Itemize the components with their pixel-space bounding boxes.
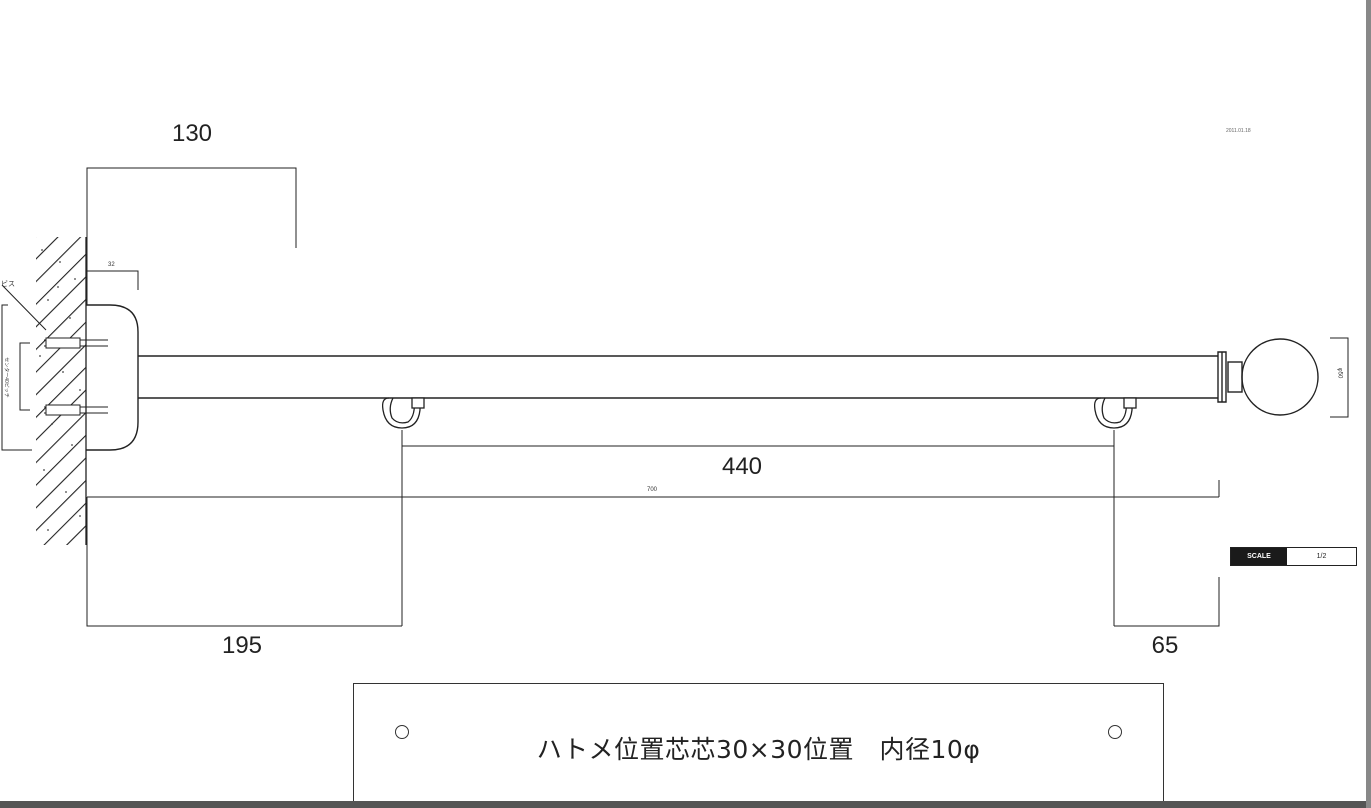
plate-offset-label: 32 [108, 262, 115, 268]
dimension-lines [86, 167, 1349, 627]
window-bottom-edge [0, 801, 1371, 808]
drawing-date: 2011.01.18 [1226, 128, 1251, 134]
wall-section [36, 237, 87, 545]
bracket-spacing-label: 440 [721, 453, 763, 480]
scale-value: 1/2 [1316, 553, 1327, 560]
overall-length-label: 700 [647, 487, 658, 493]
curtain-rod [138, 338, 1319, 416]
finial-diameter-label: φ50 [1336, 367, 1343, 379]
grommet-left-icon [395, 725, 409, 739]
wall-to-bracket-label: 195 [221, 632, 263, 659]
rod-hooks [381, 397, 1137, 429]
pitch-label: センター40ピッチ [2, 357, 9, 398]
screw-label: ビス [1, 281, 15, 288]
window-scrollbar[interactable] [1366, 0, 1371, 808]
bracket-to-end-label: 65 [1151, 632, 1179, 659]
bracket-plate [86, 304, 139, 451]
grommet-right-icon [1108, 725, 1122, 739]
bracket-depth-label: 130 [171, 120, 213, 147]
wall-screws [1, 284, 108, 451]
grommet-note: ハトメ位置芯芯30×30位置 内径10φ [536, 735, 981, 764]
grommet-note-panel: ハトメ位置芯芯30×30位置 内径10φ [353, 683, 1164, 808]
scale-label: SCALE [1231, 548, 1287, 565]
scale-box: SCALE 1/2 [1230, 547, 1357, 566]
